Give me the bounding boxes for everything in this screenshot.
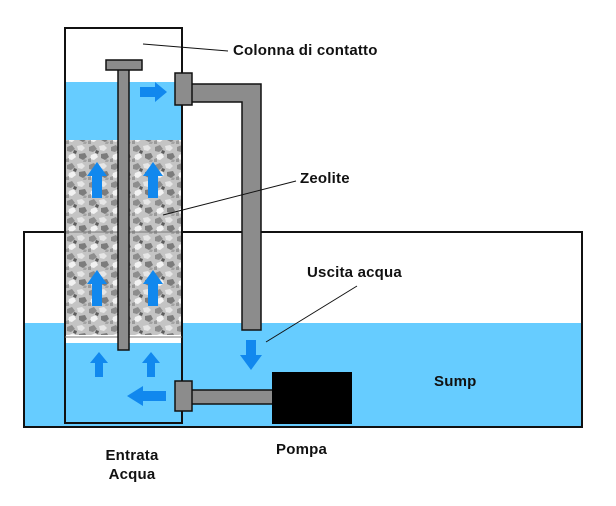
water-inlet-label: Entrata Acqua bbox=[86, 446, 178, 484]
arrow-up-icon bbox=[143, 162, 163, 198]
outlet-fitting bbox=[174, 72, 193, 106]
sump-label: Sump bbox=[434, 373, 477, 390]
arrow-up-icon bbox=[87, 270, 107, 306]
arrow-up-icon bbox=[87, 162, 107, 198]
arrow-up-icon bbox=[142, 352, 160, 377]
inlet-pipe bbox=[183, 389, 275, 405]
arrow-up-icon bbox=[90, 352, 108, 377]
water-inlet-label-line1: Entrata bbox=[105, 447, 159, 464]
pump-body bbox=[272, 372, 352, 424]
water-outlet-label: Uscita acqua bbox=[307, 264, 402, 281]
arrow-up-icon bbox=[143, 270, 163, 306]
water-inlet-label-line2: Acqua bbox=[108, 466, 156, 483]
sump-tank bbox=[23, 231, 583, 428]
leader-line-zeolite bbox=[162, 180, 297, 216]
contact-column-label: Colonna di contatto bbox=[233, 42, 378, 59]
pump-label: Pompa bbox=[276, 441, 328, 458]
inlet-fitting bbox=[174, 380, 193, 412]
riser-cap bbox=[105, 59, 143, 71]
column-outline bbox=[64, 27, 183, 424]
arrow-left-icon bbox=[127, 386, 166, 406]
leader-line-column bbox=[142, 43, 229, 52]
column-bottom-water bbox=[65, 343, 182, 423]
arrow-right-icon bbox=[140, 82, 167, 102]
riser-tube bbox=[117, 66, 130, 351]
arrow-down-icon bbox=[240, 340, 262, 370]
zeolite-label: Zeolite bbox=[300, 170, 350, 187]
leader-line-outlet bbox=[265, 285, 358, 343]
